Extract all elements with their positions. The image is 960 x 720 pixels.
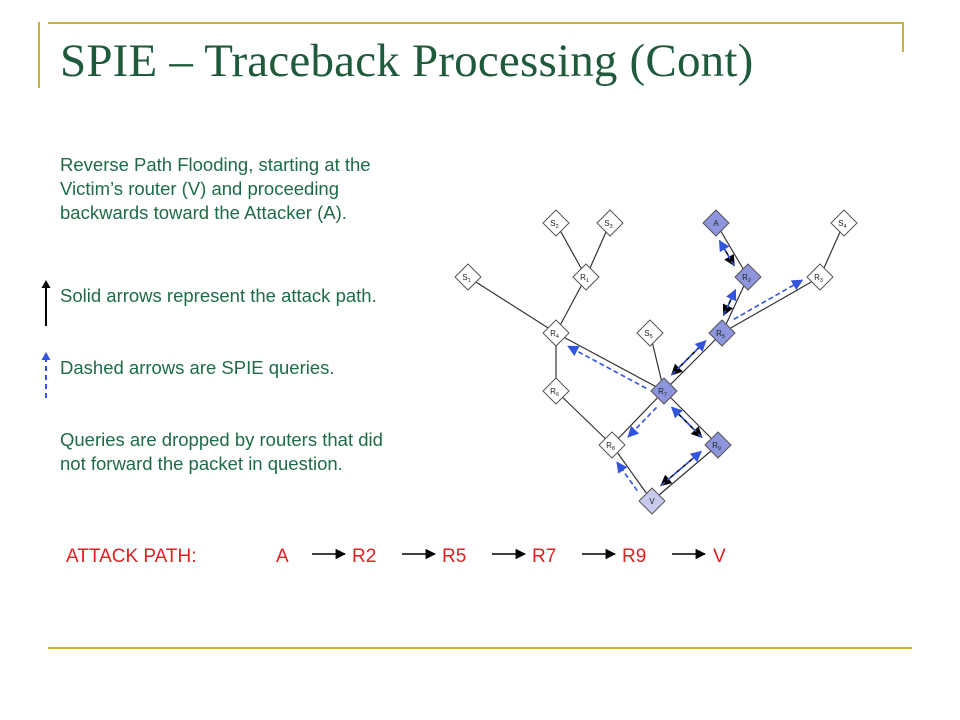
node-shape-R9 xyxy=(704,431,732,459)
node-R3: R3 xyxy=(806,263,834,291)
attack-step-5: R9 xyxy=(622,546,647,567)
node-shape-R1 xyxy=(572,263,600,291)
node-shape-S4 xyxy=(830,209,858,237)
right-rule xyxy=(902,22,904,52)
node-shape-A xyxy=(702,209,730,237)
edge-R1-R4 xyxy=(555,276,587,334)
node-shape-S3 xyxy=(596,209,624,237)
node-label-R6: R6 xyxy=(550,387,559,398)
query-arrow-R9-R7 xyxy=(670,406,703,438)
node-label-R5: R5 xyxy=(716,329,725,340)
node-R5: R5 xyxy=(708,319,736,347)
node-S2: S2 xyxy=(542,209,570,237)
node-shape-R4 xyxy=(542,319,570,347)
node-label-S5: S5 xyxy=(644,329,652,340)
attack-step-4: R7 xyxy=(532,546,557,567)
node-shape-R7 xyxy=(650,377,678,405)
attack-step-1: A xyxy=(276,546,289,567)
node-label-R4: R4 xyxy=(550,329,559,340)
node-shape-R5 xyxy=(708,319,736,347)
node-S1: S1 xyxy=(454,263,482,291)
node-A: A xyxy=(702,209,730,237)
legend-arrows xyxy=(41,280,51,398)
node-label-V: V xyxy=(649,497,655,506)
attack-path-label: ATTACK PATH: xyxy=(66,546,197,567)
query-arrow-R7-R8 xyxy=(627,406,658,438)
dashed-arrow-icon xyxy=(41,352,51,398)
node-label-S4: S4 xyxy=(838,219,846,230)
paragraph-reverse-path-flooding: Reverse Path Flooding, starting at the V… xyxy=(60,154,371,223)
node-label-R2: R2 xyxy=(742,273,751,284)
node-label-R7: R7 xyxy=(658,387,667,398)
node-R8: R8 xyxy=(598,431,626,459)
node-label-S3: S3 xyxy=(604,219,612,230)
node-label-R3: R3 xyxy=(814,273,823,284)
edge-R4-R7 xyxy=(555,332,665,392)
edge-R7-R9 xyxy=(663,390,719,446)
node-label-R8: R8 xyxy=(606,441,615,452)
query-arrow-R7-R5 xyxy=(671,339,707,376)
node-V: V xyxy=(638,487,666,515)
node-label-R1: R1 xyxy=(580,273,589,284)
query-arrow-V-R9 xyxy=(660,450,703,487)
paragraph-dashed-arrows: Dashed arrows are SPIE queries. xyxy=(60,357,335,378)
bottom-rule xyxy=(48,647,912,649)
edge-R8-V xyxy=(611,444,653,502)
edge-R6-R8 xyxy=(555,390,613,446)
node-label-R9: R9 xyxy=(712,441,721,452)
node-label-S1: S1 xyxy=(462,273,470,284)
edge-S1-R4 xyxy=(467,276,557,334)
query-arrow-R2-A xyxy=(718,239,735,266)
node-R1: R1 xyxy=(572,263,600,291)
node-shape-R8 xyxy=(598,431,626,459)
node-R4: R4 xyxy=(542,319,570,347)
title-left-rule xyxy=(38,22,40,88)
node-shape-S1 xyxy=(454,263,482,291)
node-R7: R7 xyxy=(650,377,678,405)
edge-R5-R7 xyxy=(663,332,723,392)
edge-R7-R8 xyxy=(611,390,665,446)
edge-A-R2 xyxy=(715,222,749,278)
top-rule xyxy=(48,22,904,24)
node-label-A: A xyxy=(713,219,719,228)
node-S4: S4 xyxy=(830,209,858,237)
query-arrow-R5-R3 xyxy=(733,279,804,321)
edge-R9-V xyxy=(651,444,719,502)
node-shape-S2 xyxy=(542,209,570,237)
query-arrow-R5-R2 xyxy=(722,288,737,316)
query-arrow-V-R8 xyxy=(616,461,638,492)
edge-S2-R1 xyxy=(555,222,587,278)
query-arrow-R7-R4 xyxy=(567,345,647,389)
attack-path-arrows xyxy=(312,548,707,560)
attack-path-row: ATTACK PATH: A R2 R5 R7 R9 V xyxy=(0,540,960,580)
slide-title: SPIE – Traceback Processing (Cont) xyxy=(60,35,754,87)
node-shape-R2 xyxy=(734,263,762,291)
node-label-S2: S2 xyxy=(550,219,558,230)
solid-arrow-icon xyxy=(41,280,51,326)
paragraph-queries-dropped: Queries are dropped by routers that did … xyxy=(60,429,383,474)
paragraph-solid-arrows: Solid arrows represent the attack path. xyxy=(60,285,377,306)
node-shape-R3 xyxy=(806,263,834,291)
node-shape-V xyxy=(638,487,666,515)
node-S5: S5 xyxy=(636,319,664,347)
edge-R3-R5 xyxy=(721,276,821,334)
node-shape-S5 xyxy=(636,319,664,347)
node-R2: R2 xyxy=(734,263,762,291)
attack-step-2: R2 xyxy=(352,546,377,567)
attack-step-6: V xyxy=(713,546,726,567)
attack-step-3: R5 xyxy=(442,546,467,567)
node-S3: S3 xyxy=(596,209,624,237)
node-R9: R9 xyxy=(704,431,732,459)
node-R6: R6 xyxy=(542,377,570,405)
node-shape-R6 xyxy=(542,377,570,405)
